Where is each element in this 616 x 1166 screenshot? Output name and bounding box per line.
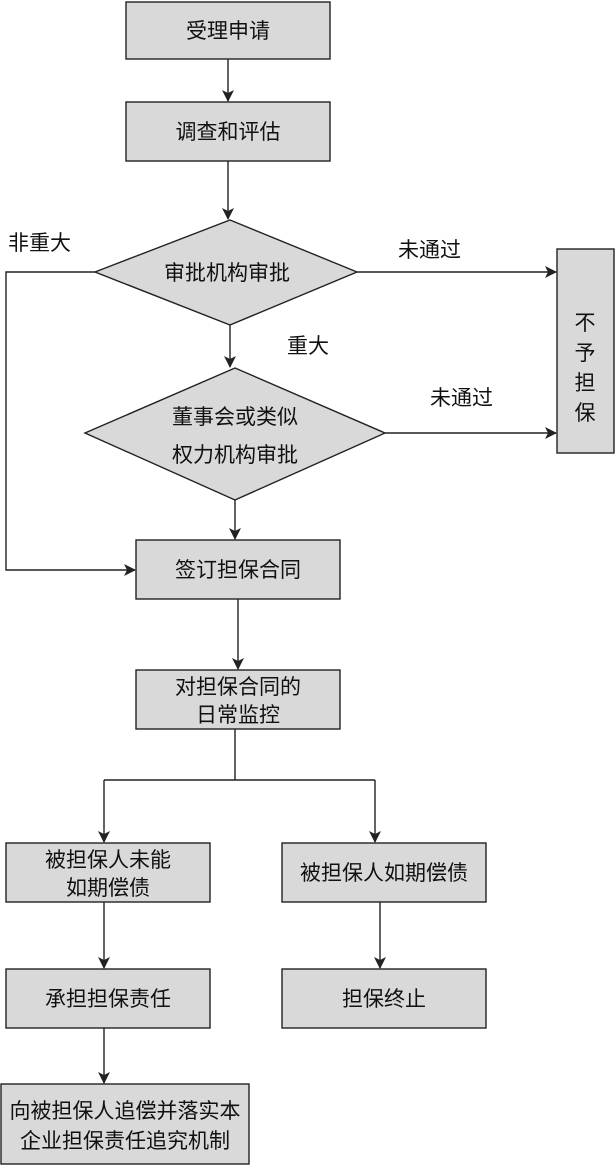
node-daily-monitor: 对担保合同的 日常监控: [135, 669, 341, 730]
node-bear-liability: 承担担保责任: [5, 968, 211, 1029]
decision-board-review-line2: 权力机构审批: [172, 443, 298, 467]
edge-label-major: 重大: [287, 334, 329, 358]
node-no-guarantee-char-1: 不: [575, 311, 596, 335]
node-no-guarantee-char-3: 担: [575, 371, 596, 395]
decision-approval-agency-label: 审批机构审批: [164, 261, 290, 285]
node-daily-monitor-line1: 对担保合同的: [175, 675, 301, 699]
edge-label-rejected-2: 未通过: [430, 386, 493, 410]
node-recourse: 向被担保人追偿并落实本 企业担保责任追究机制: [0, 1083, 250, 1165]
node-investigate-assess: 调查和评估: [125, 101, 331, 162]
node-recourse-line2: 企业担保责任追究机制: [20, 1129, 230, 1153]
node-investigate-assess-label: 调查和评估: [176, 120, 281, 144]
node-guarantee-end: 担保终止: [281, 968, 487, 1029]
arrow-not-major-to-sign: [5, 271, 136, 576]
decision-board-review: 董事会或类似 权力机构审批: [83, 367, 387, 501]
node-fail-to-repay: 被担保人未能 如期偿债: [5, 842, 211, 903]
node-guarantee-end-label: 担保终止: [342, 987, 426, 1011]
node-sign-contract: 签订担保合同: [135, 539, 341, 600]
node-no-guarantee: 不 予 担 保: [556, 248, 615, 454]
node-sign-contract-label: 签订担保合同: [175, 558, 301, 582]
node-daily-monitor-line2: 日常监控: [196, 703, 280, 727]
edge-label-rejected-1: 未通过: [398, 238, 461, 262]
node-no-guarantee-char-4: 保: [575, 401, 596, 425]
node-recourse-line1: 向被担保人追偿并落实本: [10, 1099, 241, 1123]
node-bear-liability-label: 承担担保责任: [45, 987, 171, 1011]
node-repay-on-time-label: 被担保人如期偿债: [300, 861, 468, 885]
edge-label-not-major: 非重大: [8, 231, 71, 255]
node-no-guarantee-char-2: 予: [575, 341, 596, 365]
decision-approval-agency: 审批机构审批: [93, 219, 359, 326]
decision-board-review-line1: 董事会或类似: [172, 405, 298, 429]
node-repay-on-time: 被担保人如期偿债: [281, 842, 487, 903]
node-fail-to-repay-line2: 如期偿债: [66, 876, 150, 900]
node-accept-application-label: 受理申请: [186, 19, 270, 43]
node-accept-application: 受理申请: [125, 1, 331, 60]
node-fail-to-repay-line1: 被担保人未能: [45, 848, 171, 872]
